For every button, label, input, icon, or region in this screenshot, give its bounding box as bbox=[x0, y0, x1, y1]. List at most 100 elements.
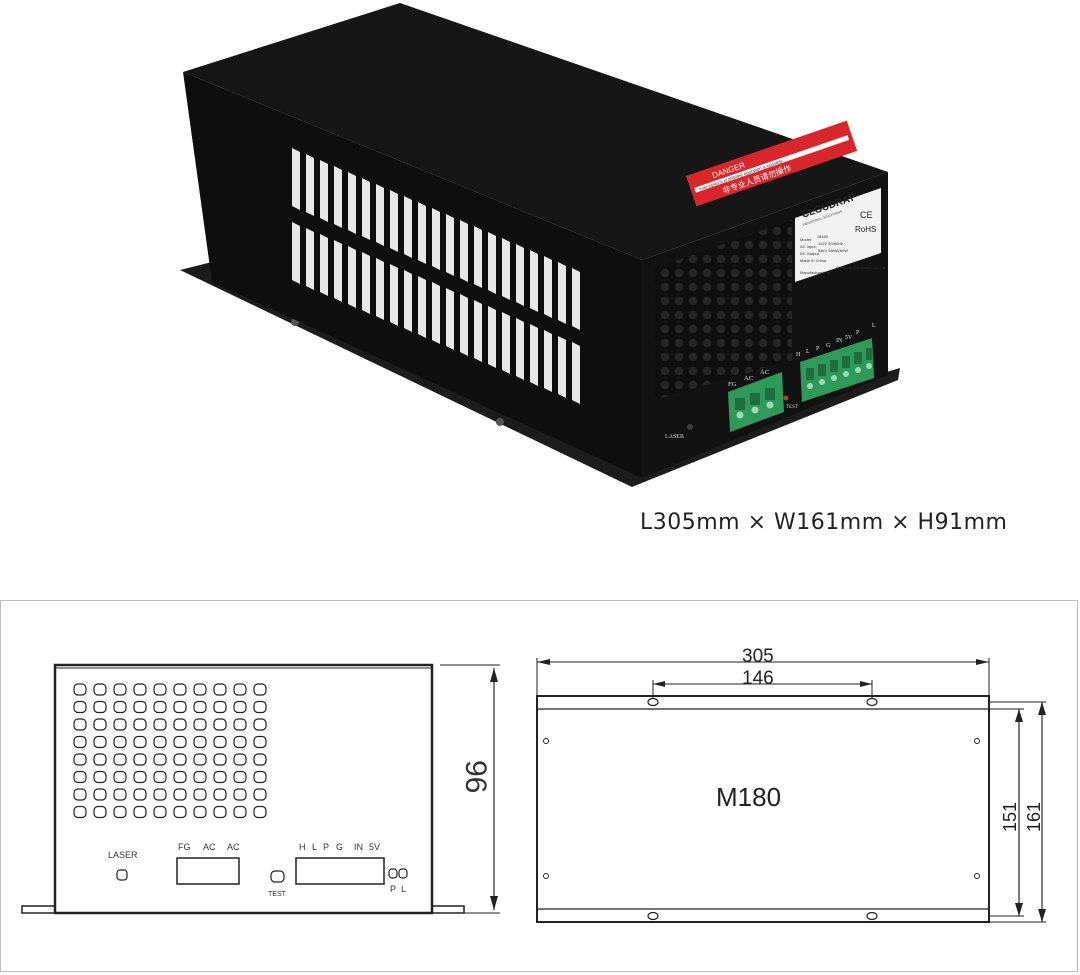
front-label-l: L bbox=[312, 842, 317, 852]
front-label-g: G bbox=[336, 842, 343, 852]
terminal-label-g: G bbox=[826, 343, 831, 349]
terminal-label-fg: FG bbox=[728, 381, 737, 388]
inner-width-label: 151 bbox=[1000, 802, 1020, 832]
vent-hole bbox=[133, 735, 147, 749]
vent-hole bbox=[213, 735, 227, 749]
terminal-label-5v: 5V bbox=[845, 335, 853, 341]
vent-hole bbox=[193, 735, 207, 749]
vent-hole bbox=[73, 805, 87, 819]
vent-hole bbox=[233, 805, 247, 819]
vent-hole bbox=[213, 753, 227, 766]
vent-hole bbox=[133, 805, 147, 819]
terminal-block-control bbox=[800, 338, 874, 402]
laser-label: LASER bbox=[665, 434, 684, 440]
front-label-p: P bbox=[323, 842, 329, 852]
front-label-l2: L bbox=[401, 884, 406, 894]
vent-hole bbox=[73, 788, 87, 801]
vent-hole bbox=[93, 753, 107, 766]
vent-hole bbox=[153, 735, 167, 749]
vent-hole bbox=[153, 753, 167, 766]
front-test-label: TEST bbox=[268, 891, 287, 898]
vent-hole bbox=[113, 735, 127, 749]
vent-hole bbox=[93, 683, 107, 696]
vent-hole bbox=[233, 735, 247, 749]
dc-output-label: DC Output: bbox=[800, 251, 820, 256]
terminal-label-h: H bbox=[796, 352, 801, 358]
vent-hole bbox=[113, 718, 127, 731]
vent-hole bbox=[173, 735, 187, 749]
vent-hole bbox=[193, 753, 207, 766]
vent-hole bbox=[233, 753, 247, 766]
terminal-label-p2: P bbox=[856, 330, 860, 336]
vent-hole bbox=[213, 683, 227, 696]
height-dimension-label: 96 bbox=[459, 760, 492, 793]
vent-hole bbox=[93, 788, 107, 801]
technical-drawing: LASER TEST FG AC AC H L P G IN 5V P L 96 bbox=[21, 646, 1046, 923]
terminal-label-p: P bbox=[816, 346, 820, 352]
vent-hole bbox=[133, 683, 147, 696]
drawing-frame bbox=[0, 600, 1078, 972]
vent-hole bbox=[153, 718, 167, 731]
vent-hole bbox=[193, 683, 207, 696]
vent-hole bbox=[213, 788, 227, 801]
front-vent bbox=[655, 220, 792, 400]
vent-hole bbox=[113, 770, 127, 784]
test-button bbox=[783, 395, 789, 401]
vent-hole bbox=[153, 805, 167, 819]
vent-hole bbox=[193, 718, 207, 731]
vent-hole bbox=[73, 718, 87, 731]
vent-hole bbox=[73, 770, 87, 784]
vent-hole bbox=[193, 788, 207, 801]
front-laser-label: LASER bbox=[108, 850, 138, 860]
vent-hole bbox=[93, 700, 107, 714]
vent-hole bbox=[233, 770, 247, 784]
vent-hole bbox=[233, 788, 247, 801]
vent-hole bbox=[93, 735, 107, 749]
front-label-ac1: AC bbox=[203, 842, 216, 852]
vent-hole bbox=[213, 770, 227, 784]
vent-hole bbox=[173, 788, 187, 801]
vent-hole bbox=[133, 700, 147, 714]
vent-hole bbox=[73, 735, 87, 749]
terminal-label-ac2: AC bbox=[760, 369, 769, 376]
terminal-label-l: L bbox=[806, 349, 810, 355]
vent-hole bbox=[253, 770, 267, 784]
length-dimension-label: 305 bbox=[742, 646, 774, 667]
model-label: Model: bbox=[800, 237, 812, 242]
vent-hole bbox=[113, 683, 127, 696]
ac-input-value: 110V 50/60Hz bbox=[818, 241, 843, 246]
vent-hole bbox=[113, 788, 127, 801]
vent-hole bbox=[213, 718, 227, 731]
vent-hole bbox=[253, 735, 267, 749]
side-vent bbox=[292, 148, 580, 404]
manufacturer-value: Cloudray Company Co., Ltd. bbox=[836, 265, 886, 270]
vent-hole bbox=[173, 805, 187, 819]
test-label: TEST bbox=[786, 405, 798, 410]
product-photo: DANGER Interruptions prohibited operatio… bbox=[180, 3, 900, 487]
vent-hole bbox=[133, 753, 147, 766]
vent-hole bbox=[73, 753, 87, 766]
vent-hole bbox=[253, 683, 267, 696]
vent-hole bbox=[213, 805, 227, 819]
vent-hole bbox=[173, 683, 187, 696]
vent-hole bbox=[253, 788, 267, 801]
vent-hole bbox=[153, 683, 167, 696]
spec-label: CLOUDRAY INDUSTRIAL SOLUTIONS CE RoHS Mo… bbox=[795, 188, 886, 282]
top-model-label: M180 bbox=[716, 782, 781, 812]
front-label-ac2: AC bbox=[227, 842, 240, 852]
vent-hole bbox=[153, 700, 167, 714]
vent-hole bbox=[93, 770, 107, 784]
dimensions-caption: L305mm × W161mm × H91mm bbox=[640, 510, 1008, 535]
laser-led bbox=[687, 424, 693, 430]
terminal-label-in: IN bbox=[836, 338, 843, 344]
vent-hole bbox=[113, 805, 127, 819]
rohs-mark: RoHS bbox=[855, 225, 876, 234]
vent-hole bbox=[193, 770, 207, 784]
front-label-p2: P bbox=[390, 884, 396, 894]
front-vent-holes bbox=[73, 683, 267, 819]
vent-hole bbox=[173, 718, 187, 731]
vent-hole bbox=[193, 700, 207, 714]
terminal-label-l2: L bbox=[872, 323, 876, 329]
vent-hole bbox=[73, 700, 87, 714]
vent-hole bbox=[113, 700, 127, 714]
